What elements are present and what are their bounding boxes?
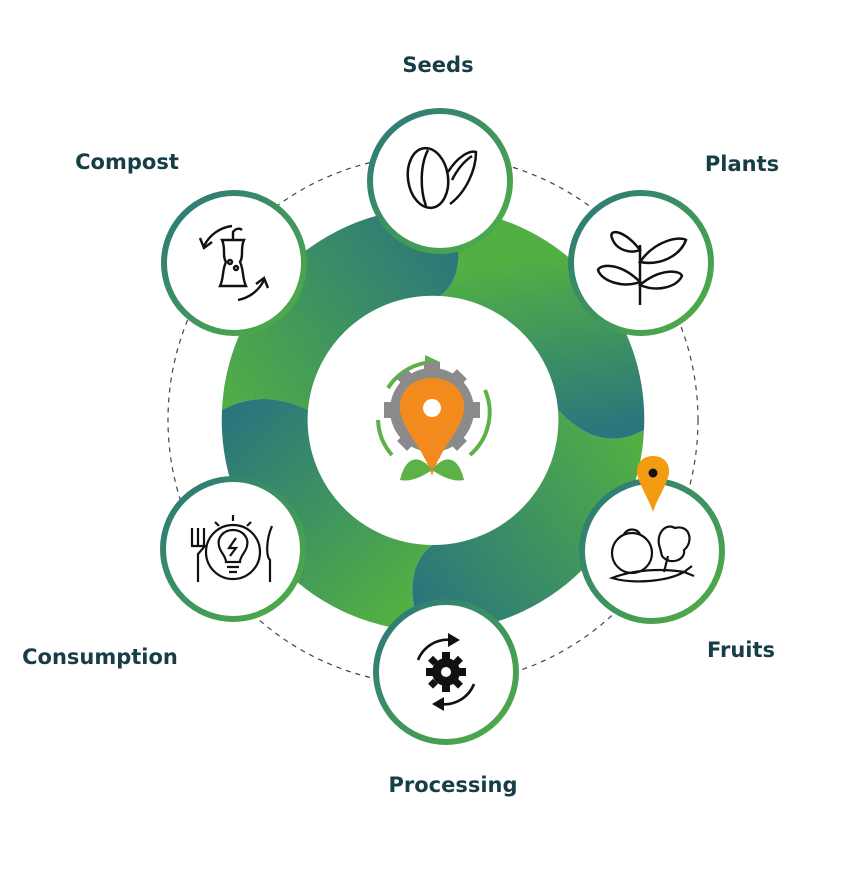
- label-consumption: Consumption: [22, 645, 178, 669]
- gear-cycle-icon: [416, 633, 476, 711]
- stage-seeds[interactable]: [367, 108, 513, 254]
- stage-consumption[interactable]: [160, 476, 306, 622]
- label-seeds: Seeds: [402, 53, 473, 77]
- seeds-icon: [406, 146, 478, 210]
- label-compost: Compost: [75, 150, 179, 174]
- ring-segment-4: [221, 399, 432, 631]
- orbit-dashed-ring: [167, 154, 699, 686]
- ring-segment-2: [440, 209, 645, 439]
- label-fruits: Fruits: [707, 638, 775, 662]
- cycle-ring: [221, 208, 645, 632]
- center-logo: [308, 296, 556, 544]
- dining-energy-icon: [190, 515, 274, 582]
- stage-fruits[interactable]: [579, 456, 725, 624]
- label-processing: Processing: [388, 773, 517, 797]
- stage-processing[interactable]: [373, 599, 519, 745]
- gear-location-leaf-logo: [376, 355, 492, 481]
- stage-compost[interactable]: [161, 190, 307, 336]
- plant-sprout-icon: [596, 230, 688, 305]
- fruits-vegetables-icon: [608, 525, 695, 583]
- ring-segment-1: [222, 208, 459, 410]
- location-pin-icon: [636, 456, 670, 512]
- label-plants: Plants: [705, 152, 779, 176]
- ring-segment-3: [412, 410, 644, 632]
- stage-plants[interactable]: [568, 190, 714, 336]
- apple-core-recycle-icon: [198, 224, 270, 302]
